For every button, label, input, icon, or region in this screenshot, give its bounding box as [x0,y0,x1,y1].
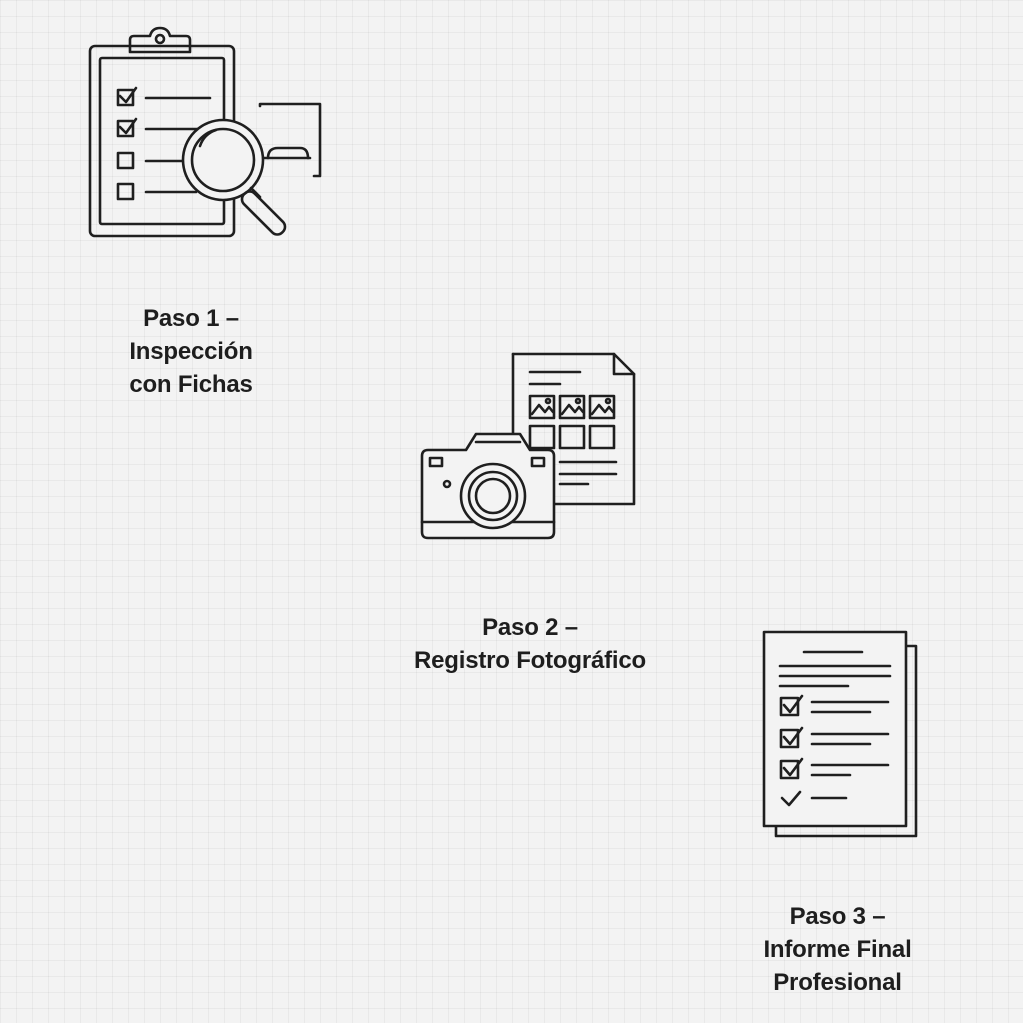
step-3-caption: Paso 3 – Informe Final Profesional [735,900,940,999]
step-1-line2: con Fichas [129,371,253,398]
camera-document-icon [418,350,640,542]
clipboard-magnifier-icon [86,26,326,244]
step-1-line1: Inspección [129,338,253,365]
step-3-line2: Profesional [773,969,902,996]
step-2-caption: Paso 2 – Registro Fotográfico [380,611,680,677]
step-1-caption: Paso 1 – Inspección con Fichas [96,302,286,401]
step-2-line1: Registro Fotográfico [413,647,646,674]
step-1-title: Paso 1 – [143,305,239,332]
report-checklist-icon [760,628,922,840]
step-3-line1: Informe Final [763,936,912,963]
step-3-title: Paso 3 – [789,903,886,930]
step-2-title: Paso 2 – [482,614,578,641]
